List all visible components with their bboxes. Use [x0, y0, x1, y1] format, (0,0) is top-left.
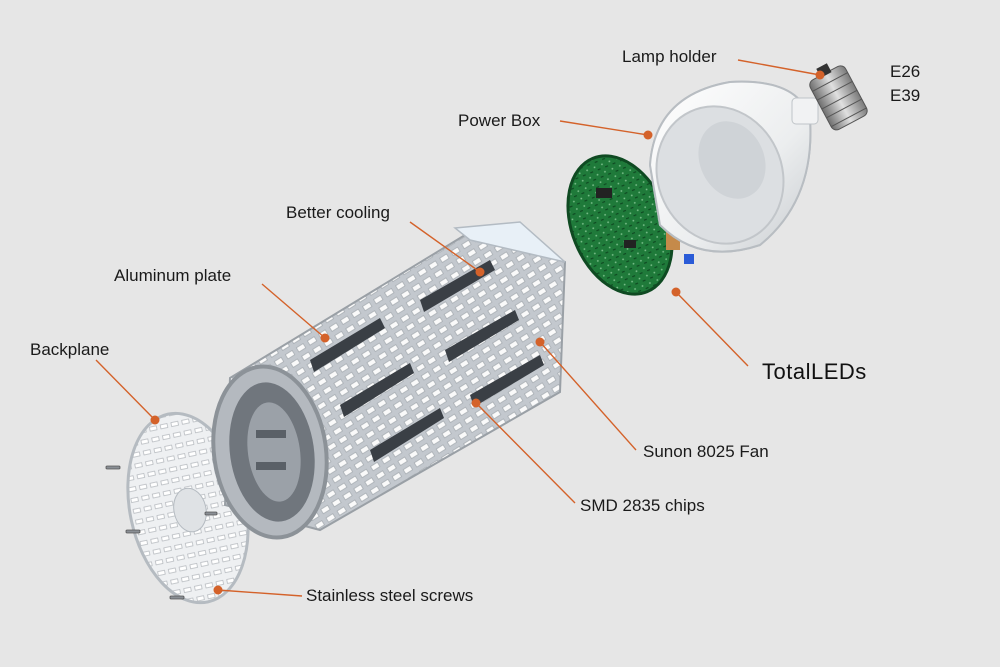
label-chips: SMD 2835 chips [580, 496, 705, 515]
leader-dots [150, 70, 825, 595]
leader-chips [475, 402, 576, 504]
leader-lines [95, 59, 821, 597]
brand-watermark: TotalLEDs [762, 359, 867, 384]
label-e26: E26 [890, 62, 921, 81]
cooling-slots [310, 260, 544, 462]
label-aluminum-plate: Aluminum plate [114, 266, 232, 285]
power-box-housing [648, 80, 819, 253]
label-backplane: Backplane [30, 340, 110, 359]
leader-totalleds [675, 291, 749, 367]
leader-aluminum-plate [261, 283, 326, 339]
leader-fan [539, 341, 637, 451]
leader-better-cooling [409, 221, 481, 273]
leader-power-box [559, 120, 649, 136]
label-fan: Sunon 8025 Fan [643, 442, 769, 461]
leader-backplane [95, 359, 156, 421]
label-power-box: Power Box [458, 111, 541, 130]
screw-base [809, 63, 868, 131]
label-screws: Stainless steel screws [306, 586, 474, 605]
label-lamp-holder: Lamp holder [622, 47, 717, 66]
backplane-screws [105, 465, 218, 600]
leader-screws [217, 589, 303, 597]
led-body-cylinder [211, 221, 567, 540]
leader-lamp-holder [737, 59, 821, 76]
label-better-cooling: Better cooling [286, 203, 390, 222]
label-e39: E39 [890, 86, 921, 105]
